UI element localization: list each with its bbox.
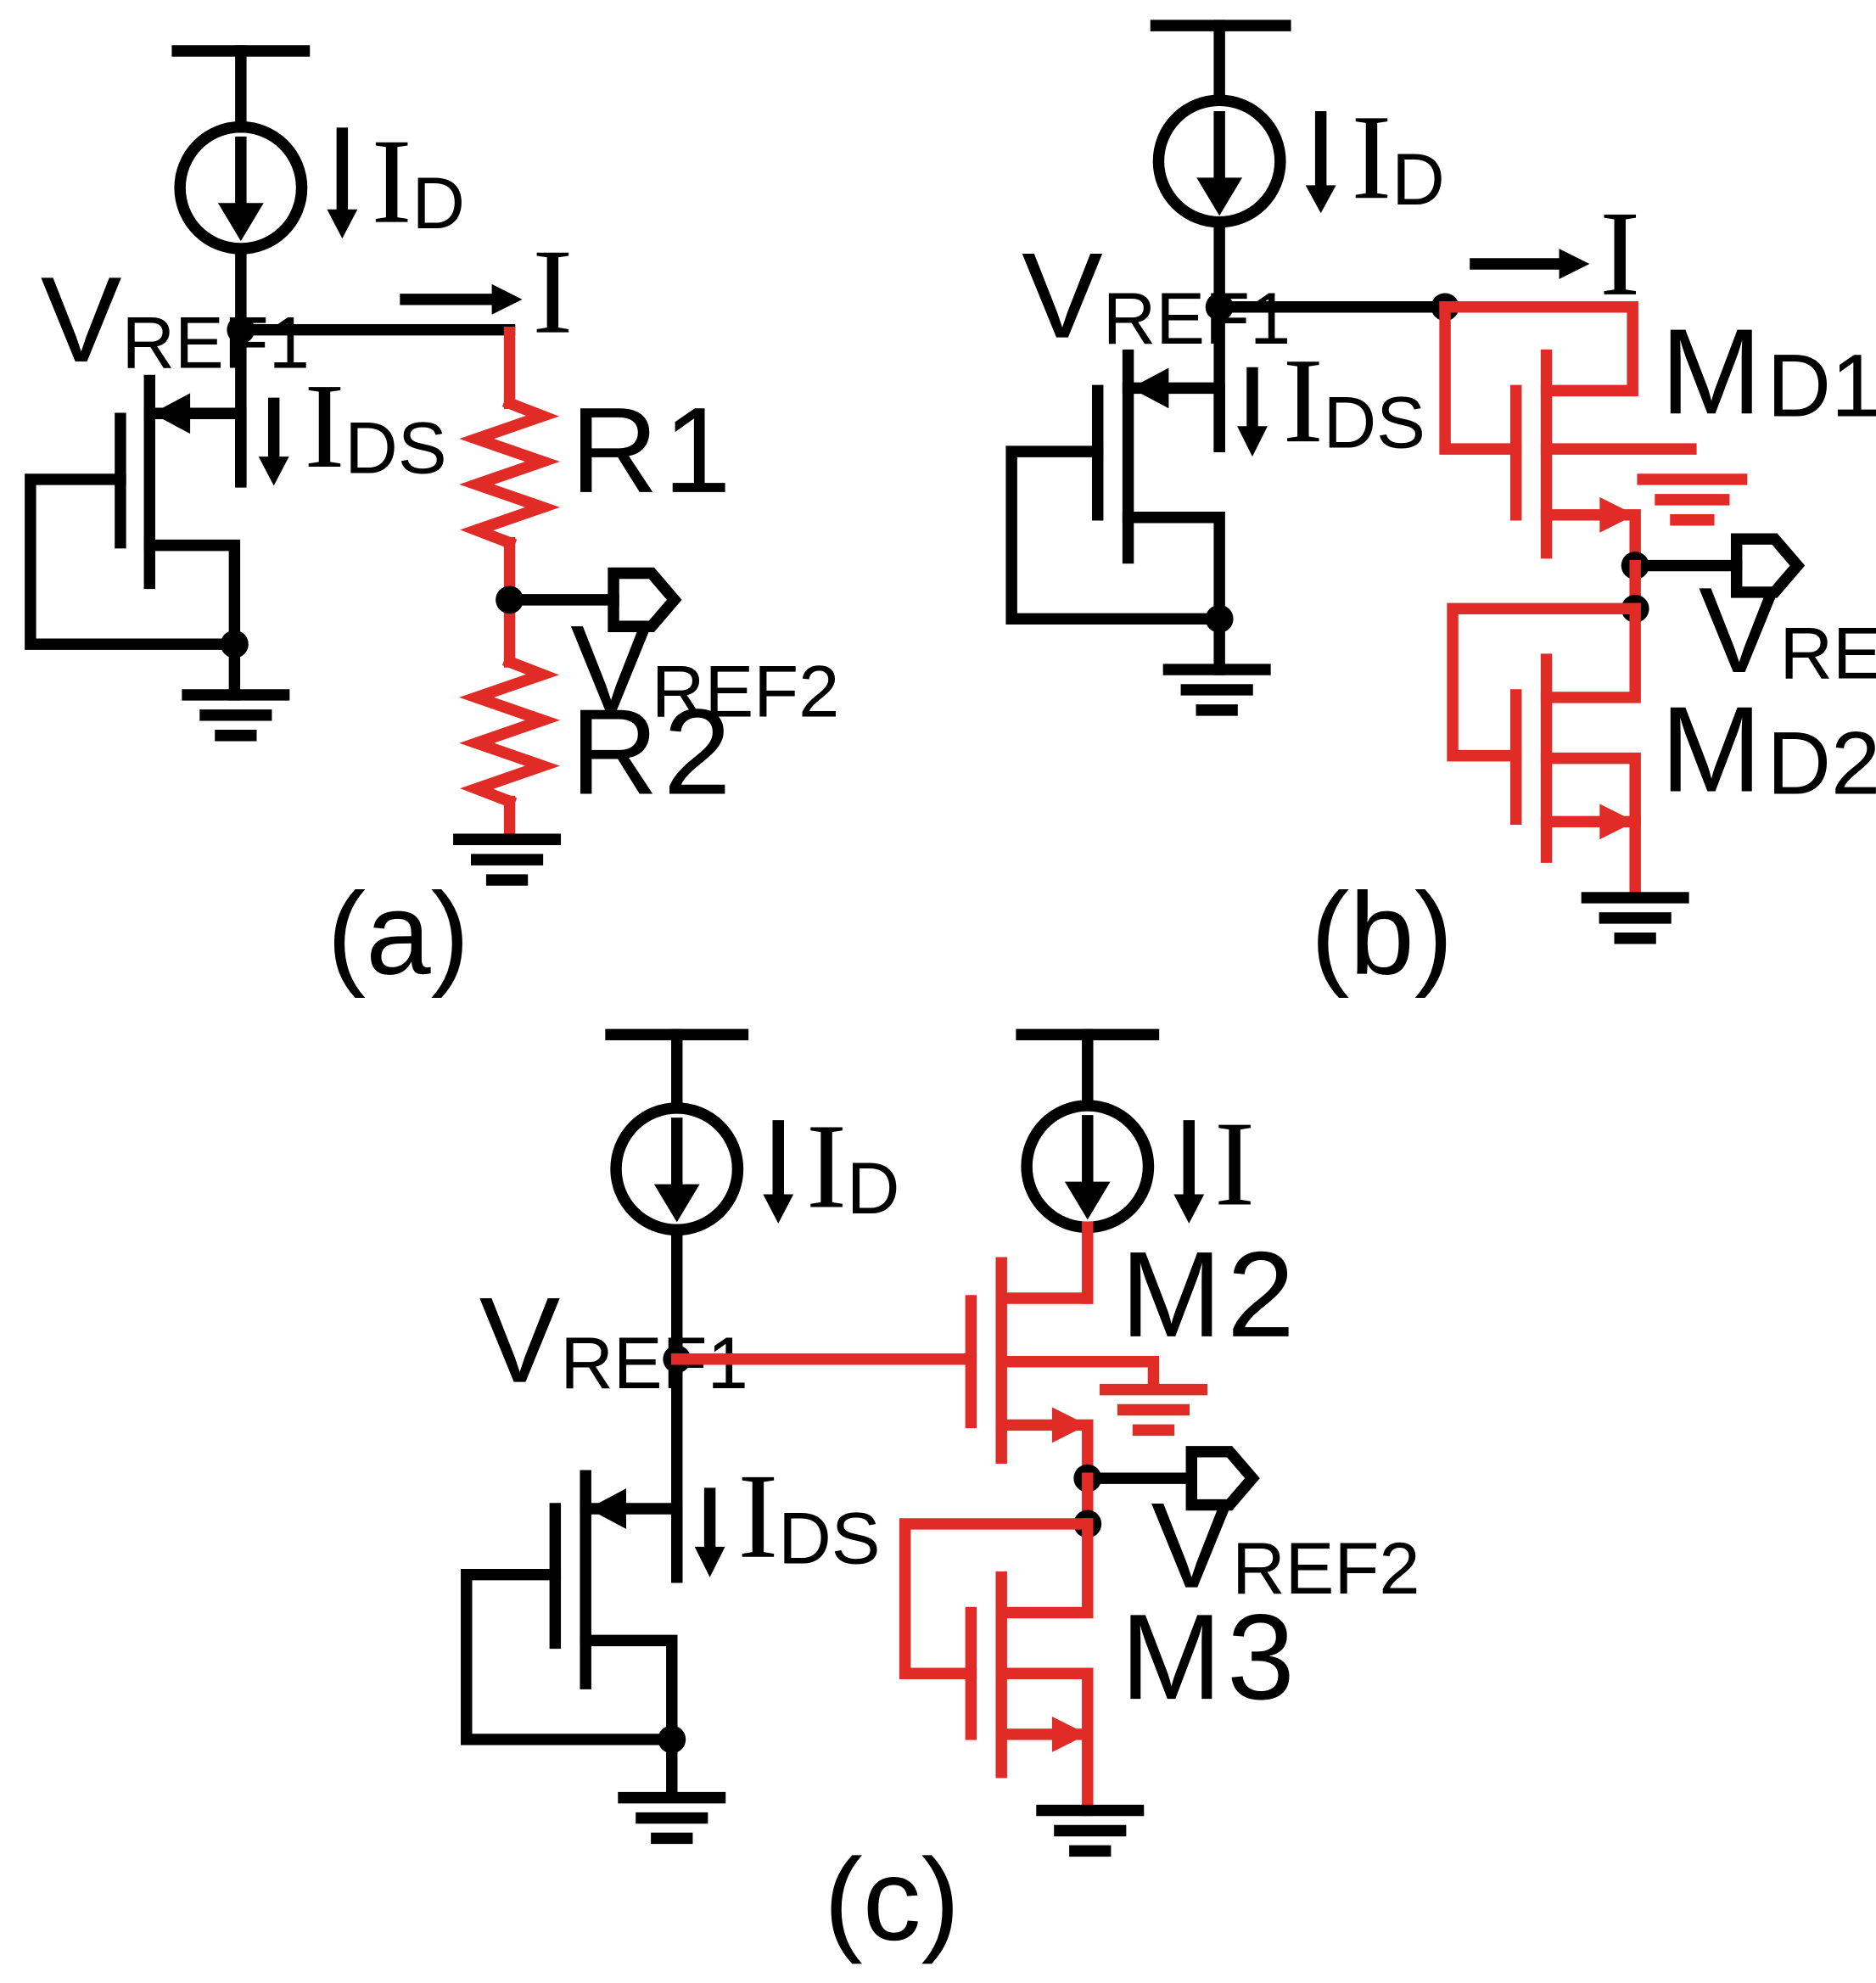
ids-label: IDS xyxy=(305,359,447,494)
vref1-label: VREF1 xyxy=(41,252,310,388)
id-label: ID xyxy=(372,115,465,249)
output-port-icon xyxy=(1730,533,1806,598)
ids-arrow-icon xyxy=(258,397,289,486)
source-node xyxy=(1205,604,1234,633)
vref1-label: VREF1 xyxy=(479,1273,748,1409)
panel-a: ID VREF1 I IDS xyxy=(25,45,839,1000)
panel-b: ID VREF1 I IDS xyxy=(1005,20,1876,1000)
resistor-divider xyxy=(459,326,560,845)
current-source-id xyxy=(1152,94,1286,228)
id-arrow-icon xyxy=(763,1120,794,1224)
i-label: I xyxy=(1214,1096,1255,1231)
id-arrow-icon xyxy=(1305,110,1336,214)
caption-c: (c) xyxy=(824,1835,960,1965)
nmos-md2 xyxy=(1447,602,1641,901)
pmos-transistor xyxy=(461,1470,683,1801)
i-label: I xyxy=(1599,187,1640,322)
ids-arrow-icon xyxy=(694,1487,725,1577)
ids-label: IDS xyxy=(1283,333,1425,468)
source-node xyxy=(220,630,249,658)
i-arrow-icon xyxy=(1173,1120,1205,1224)
current-source-id xyxy=(174,120,308,255)
i-arrow-icon xyxy=(1470,249,1590,279)
ids-arrow-icon xyxy=(1237,367,1268,457)
current-source-id xyxy=(610,1102,744,1236)
current-source-i xyxy=(1021,1100,1155,1234)
id-label: ID xyxy=(806,1099,899,1234)
ground-icon xyxy=(1581,892,1689,944)
output-port-icon xyxy=(1185,1446,1260,1511)
vref1-label: VREF1 xyxy=(1022,228,1291,364)
panel-c: ID VREF1 IDS xyxy=(461,1028,1420,1965)
nmos-m3 xyxy=(899,1518,1094,1817)
ids-label: IDS xyxy=(737,1449,880,1584)
nmos-md1 xyxy=(1439,301,1748,572)
md1-label: MD1 xyxy=(1660,304,1876,440)
m3-label: M3 xyxy=(1121,1589,1295,1725)
vref2-label: VREF2 xyxy=(1151,1478,1420,1614)
r1-label: R1 xyxy=(570,383,731,518)
output-port-icon xyxy=(608,567,682,632)
ground-icon xyxy=(618,1791,726,1845)
id-arrow-icon xyxy=(327,127,358,239)
caption-a: (a) xyxy=(327,870,469,1000)
pmos-transistor xyxy=(1005,349,1225,675)
caption-b: (b) xyxy=(1311,870,1453,1000)
i-arrow-icon xyxy=(400,283,523,315)
i-label: I xyxy=(532,225,573,360)
source-node xyxy=(658,1725,686,1754)
ground-icon xyxy=(182,689,290,742)
vref2-label: VREF2 xyxy=(1699,563,1876,698)
md2-label: MD2 xyxy=(1660,681,1876,817)
ground-icon xyxy=(1162,664,1271,716)
pmos-transistor xyxy=(25,374,247,701)
nmos-m2 xyxy=(965,1221,1207,1484)
ground-icon xyxy=(1036,1804,1145,1857)
id-label: ID xyxy=(1352,90,1445,225)
r2-label: R2 xyxy=(570,684,731,820)
m2-label: M2 xyxy=(1121,1227,1295,1363)
vref2-label: VREF2 xyxy=(570,601,839,737)
ground-icon xyxy=(453,833,562,886)
